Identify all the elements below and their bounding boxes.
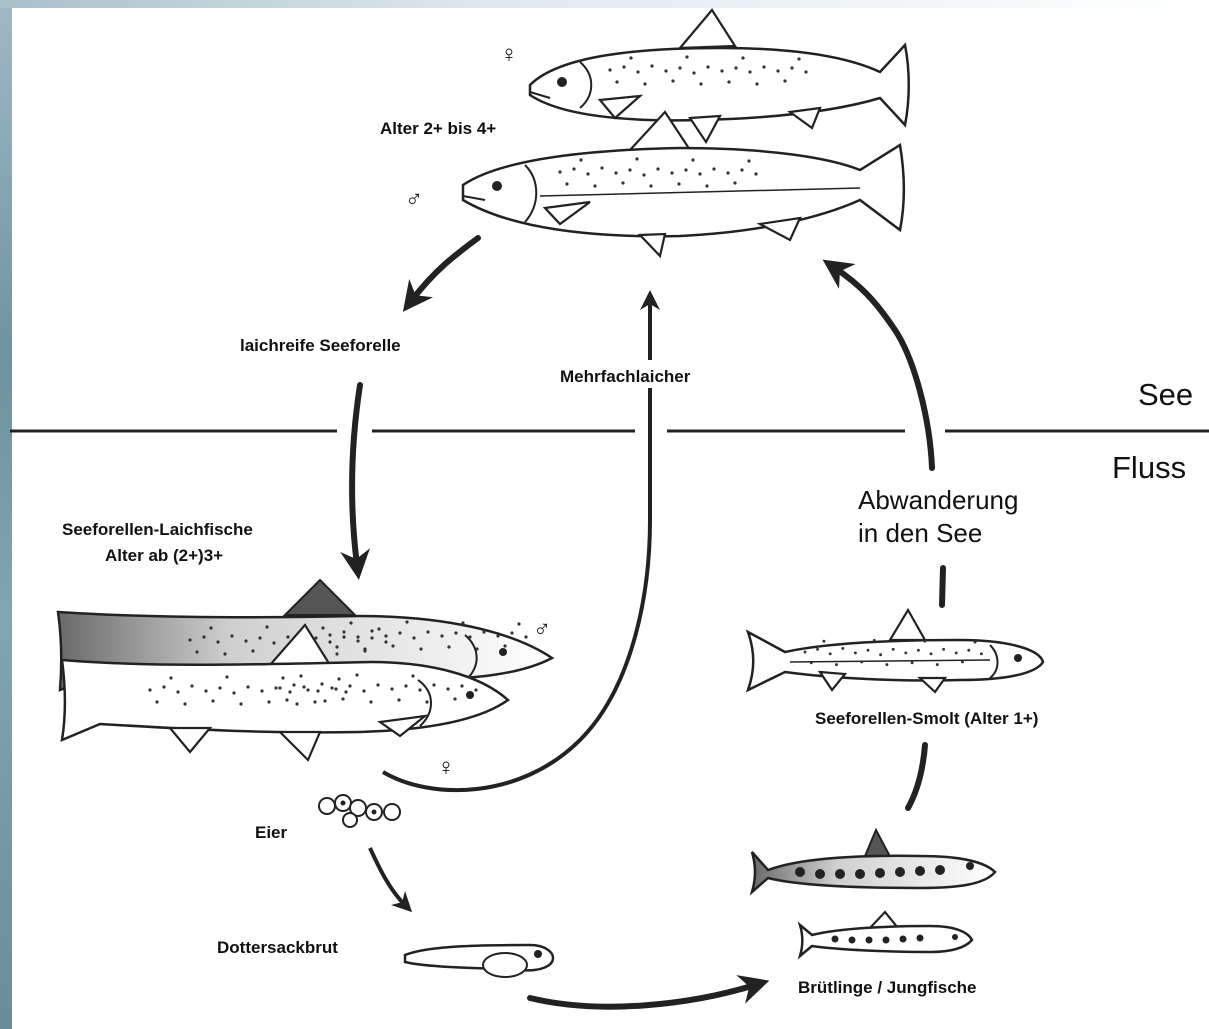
migration-label-line1: Abwanderung bbox=[858, 485, 1018, 515]
arrow-to-yolk-sac-fry bbox=[370, 848, 405, 905]
smolt-fish bbox=[748, 610, 1043, 692]
adult-age-label: Alter 2+ bis 4+ bbox=[380, 119, 496, 138]
male-symbol-bottom: ♂ bbox=[533, 616, 551, 643]
repeat-spawner-label: Mehrfachlaicher bbox=[560, 367, 691, 386]
adult-male-fish bbox=[463, 112, 904, 256]
arrow-to-juveniles bbox=[530, 985, 755, 1007]
female-symbol-top: ♀ bbox=[500, 41, 518, 68]
eggs-label: Eier bbox=[255, 823, 288, 842]
spawners-label-line2: Alter ab (2+)3+ bbox=[105, 546, 223, 565]
adult-female-fish bbox=[530, 10, 909, 142]
male-symbol-top: ♂ bbox=[405, 186, 423, 213]
spawners-label-line1: Seeforellen-Laichfische bbox=[62, 520, 253, 539]
river-zone-label: Fluss bbox=[1112, 450, 1186, 485]
arrow-to-smolt bbox=[908, 745, 925, 808]
migration-label-line2: in den See bbox=[858, 518, 982, 548]
juveniles-label: Brütlinge / Jungfische bbox=[798, 978, 977, 997]
spawning-ready-label: laichreife Seeforelle bbox=[240, 336, 401, 355]
juvenile-fish-upper bbox=[752, 830, 995, 892]
eggs-cluster bbox=[319, 795, 400, 827]
smolt-label: Seeforellen-Smolt (Alter 1+) bbox=[815, 709, 1038, 728]
arrow-to-lake-adults bbox=[835, 268, 932, 468]
female-symbol-bottom: ♀ bbox=[437, 754, 455, 781]
juvenile-fish-lower bbox=[800, 912, 972, 956]
yolk-sac-fry-label: Dottersackbrut bbox=[217, 938, 338, 957]
yolk-sac-fry-fish bbox=[405, 945, 553, 977]
lake-zone-label: See bbox=[1138, 377, 1193, 412]
arrow-smolt-segment bbox=[942, 568, 943, 605]
arrow-to-spawning-ready bbox=[412, 238, 478, 300]
arrow-to-spawners bbox=[352, 385, 360, 565]
